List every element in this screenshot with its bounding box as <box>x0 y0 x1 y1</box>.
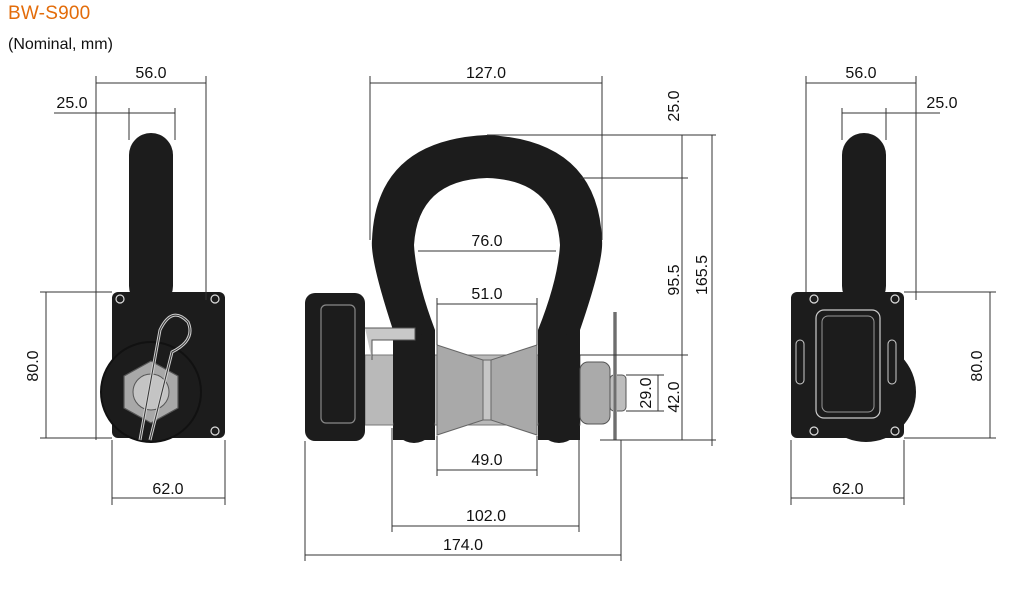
front-dim-eye-height: 42.0 <box>666 381 683 412</box>
right-side-view <box>791 133 916 442</box>
front-dim-total-length: 174.0 <box>443 537 483 554</box>
front-dim-shackle-width: 127.0 <box>466 65 506 82</box>
front-dim-inner-width: 76.0 <box>471 233 502 250</box>
front-eye-right <box>538 333 580 443</box>
right-bow <box>842 133 886 308</box>
front-dim-pin-bottom: 49.0 <box>471 452 502 469</box>
front-hex-nut <box>579 361 611 425</box>
front-dim-bolt-length: 102.0 <box>466 508 506 525</box>
left-dim-pin-width: 25.0 <box>56 95 87 112</box>
right-dim-body-height: 80.0 <box>969 350 986 381</box>
left-dim-overall-width: 56.0 <box>135 65 166 82</box>
front-dim-bow-thickness: 25.0 <box>666 90 683 121</box>
front-view <box>305 135 627 443</box>
front-cone-left <box>436 344 484 436</box>
front-cone-right <box>490 344 538 436</box>
right-side-dimensions <box>790 76 996 505</box>
left-side-dimensions <box>40 76 226 505</box>
right-dim-base-width: 62.0 <box>832 481 863 498</box>
left-dim-body-height: 80.0 <box>25 350 42 381</box>
left-side-view <box>100 133 225 443</box>
model-title: BW-S900 <box>8 3 91 24</box>
front-eye-left <box>393 333 435 443</box>
left-dim-base-width: 62.0 <box>152 481 183 498</box>
front-dim-inner-height: 95.5 <box>666 264 683 295</box>
front-load-cell-body <box>305 293 365 441</box>
right-dim-overall-width: 56.0 <box>845 65 876 82</box>
front-dim-pin-diameter: 29.0 <box>638 377 655 408</box>
right-dim-pin-width: 25.0 <box>926 95 957 112</box>
units-note: (Nominal, mm) <box>8 36 113 53</box>
right-body-plate <box>791 292 904 438</box>
front-dim-pin-spacing: 51.0 <box>471 286 502 303</box>
left-bow <box>129 133 173 308</box>
front-dim-total-height: 165.5 <box>694 255 711 295</box>
front-dimensions <box>304 76 716 561</box>
